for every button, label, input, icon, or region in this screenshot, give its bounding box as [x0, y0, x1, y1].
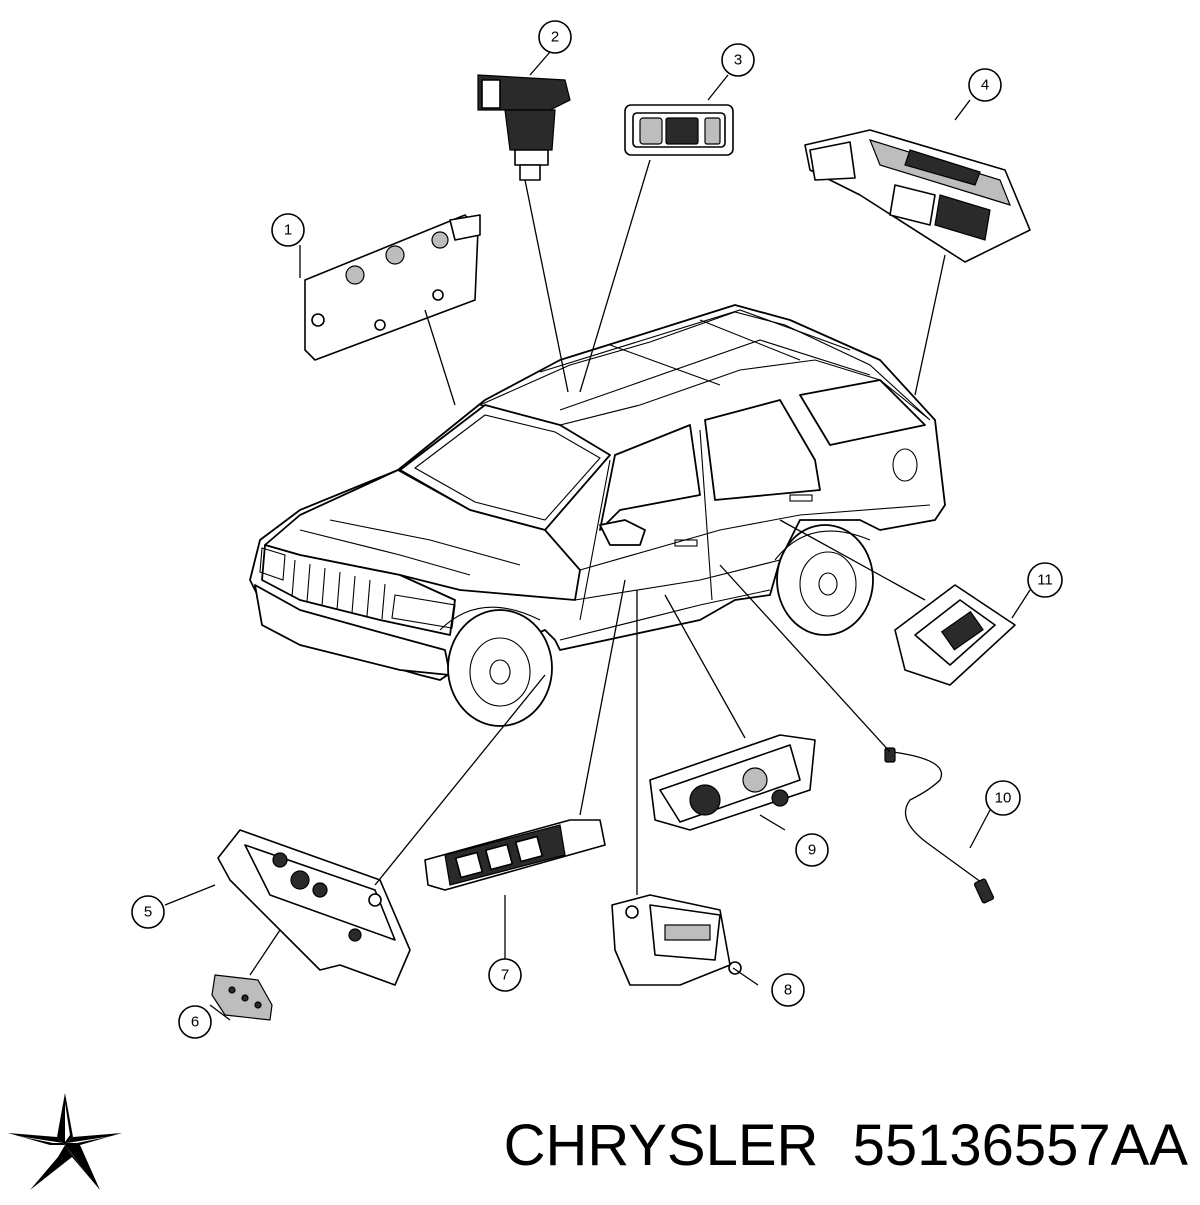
svg-text:10: 10 [995, 790, 1012, 807]
part-7-window-switch [424, 819, 606, 891]
part-2-sensor [477, 74, 571, 181]
callout-11: 11 [1027, 562, 1063, 598]
callout-4: 4 [968, 68, 1002, 102]
svg-text:9: 9 [808, 842, 816, 859]
vehicle-illustration [249, 304, 946, 727]
svg-text:1: 1 [284, 222, 292, 239]
brand-caption: CHRYSLER 55136557AA [504, 1112, 1188, 1184]
part-9-climate-control [649, 734, 816, 831]
part-1-switch-bracket [304, 214, 481, 361]
part-3-switch [624, 104, 734, 156]
part-5-seat-switch [217, 829, 411, 986]
svg-text:5: 5 [144, 904, 152, 921]
svg-text:7: 7 [501, 967, 509, 984]
part-6-bezel [211, 974, 273, 1021]
svg-text:11: 11 [1037, 572, 1053, 589]
callout-8: 8 [771, 973, 805, 1007]
part-4-overhead-console [804, 129, 1031, 263]
callout-9: 9 [795, 833, 829, 867]
svg-text:6: 6 [191, 1014, 199, 1031]
callout-1: 1 [271, 213, 305, 247]
part-8-module [611, 894, 742, 986]
svg-text:3: 3 [734, 52, 742, 69]
chrysler-pentastar-icon [0, 1085, 130, 1200]
leader-lines [164, 51, 1031, 1021]
callout-3: 3 [721, 43, 755, 77]
callout-10: 10 [985, 780, 1021, 816]
callout-6: 6 [178, 1005, 212, 1039]
part-number: 55136557AA [852, 1113, 1188, 1178]
svg-text:2: 2 [551, 29, 559, 46]
callout-7: 7 [488, 958, 522, 992]
brand-name: CHRYSLER [503, 1113, 819, 1178]
svg-text:4: 4 [981, 77, 989, 94]
part-11-switch [894, 584, 1016, 686]
callout-2: 2 [538, 20, 572, 54]
callout-5: 5 [131, 895, 165, 929]
svg-text:8: 8 [784, 982, 792, 999]
part-10-cable [884, 747, 995, 904]
